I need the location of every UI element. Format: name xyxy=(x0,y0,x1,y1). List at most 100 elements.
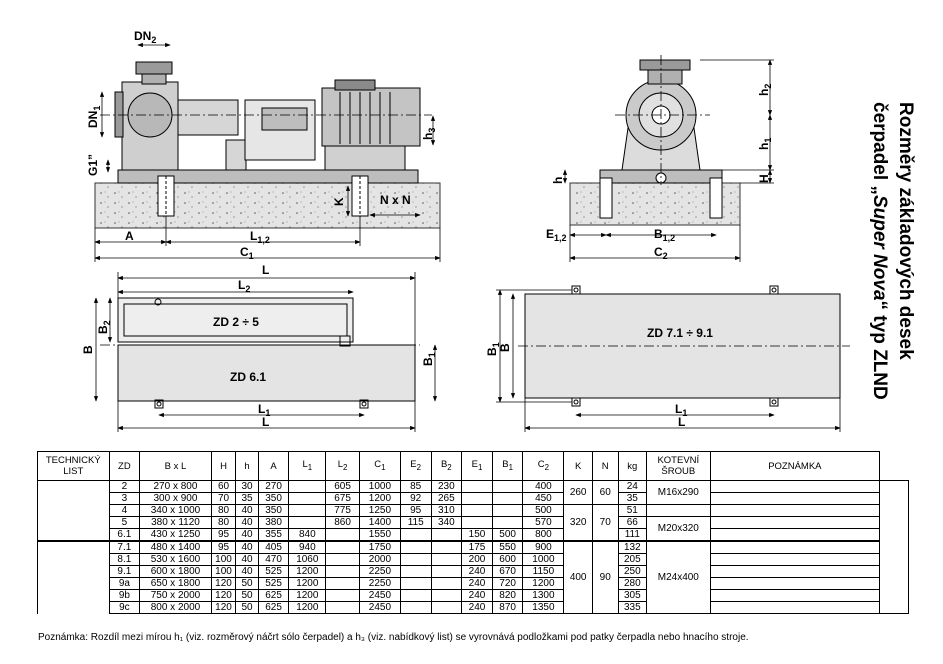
cell-e1 xyxy=(461,480,493,493)
cell-b1 xyxy=(491,492,524,505)
cell-a: 625 xyxy=(257,589,290,602)
plan-view-small-dimensions xyxy=(93,272,438,432)
label-B1-large: B1 xyxy=(485,342,501,356)
cell-kg: 51 xyxy=(617,504,648,517)
cell-l1 xyxy=(288,492,327,505)
cell-b2 xyxy=(430,577,463,590)
cell-zd: 3 xyxy=(108,492,141,505)
label-c1: C1 xyxy=(240,245,254,261)
label-h: h xyxy=(551,177,565,184)
cell-kg: 66 xyxy=(617,516,648,529)
cell-poznamka xyxy=(709,492,881,505)
cell-l1 xyxy=(288,504,327,517)
cell-b1: 550 xyxy=(491,540,524,554)
cell-h: 95 xyxy=(210,540,237,554)
col-N: N xyxy=(591,451,619,481)
cell-b2 xyxy=(430,565,463,578)
cell-poznamka xyxy=(709,589,881,602)
col-C2: C2 xyxy=(522,451,565,481)
cell-c1: 1200 xyxy=(358,492,401,505)
cell-technicky-list xyxy=(37,492,110,505)
cell-l1: 1200 xyxy=(288,589,327,602)
cell-b2 xyxy=(430,601,463,614)
cell-h: 40 xyxy=(235,504,259,517)
label-c2: C2 xyxy=(654,245,668,261)
col-zd: ZD xyxy=(108,451,141,481)
cell-kg: 132 xyxy=(617,540,648,554)
cell-k: 400 xyxy=(563,540,593,614)
cell-zd: 7.1 xyxy=(108,540,141,554)
cell-a: 405 xyxy=(257,540,290,554)
col-H: H xyxy=(210,451,237,481)
cell-e1 xyxy=(461,516,493,529)
col-K: K xyxy=(563,451,593,481)
cell-c2: 450 xyxy=(522,492,565,505)
label-nxn: N x N xyxy=(380,193,411,207)
cell-n: 60 xyxy=(591,480,619,505)
label-L1: L1 xyxy=(258,402,270,418)
cell-kg: 205 xyxy=(617,553,648,566)
cell-e2 xyxy=(399,540,432,554)
cell-technicky-list xyxy=(37,528,110,541)
cell-kotevni-sroub xyxy=(646,504,711,517)
cell-c2: 1150 xyxy=(522,565,565,578)
cell-h: 50 xyxy=(235,589,259,602)
label-h1: h1 xyxy=(757,138,773,150)
cell-c1: 1250 xyxy=(358,504,401,517)
cell-e2 xyxy=(399,577,432,590)
label-e12: E1,2 xyxy=(546,227,567,243)
cell-c2: 1300 xyxy=(522,589,565,602)
page-title: Rozměry základových desek čerpadel „Supe… xyxy=(862,18,918,438)
cell-h: 100 xyxy=(210,565,237,578)
cell-a: 350 xyxy=(257,504,290,517)
side-view xyxy=(94,61,441,229)
cell-bxl: 300 x 900 xyxy=(139,492,212,505)
cell-a: 350 xyxy=(257,492,290,505)
cell-kotevni-sroub: M24x400 xyxy=(646,540,711,614)
cell-e2 xyxy=(399,601,432,614)
cell-zd: 8.1 xyxy=(108,553,141,566)
cell-l1: 1200 xyxy=(288,601,327,614)
cell-e2: 95 xyxy=(399,504,432,517)
cell-e1 xyxy=(461,492,493,505)
cell-l2: 775 xyxy=(325,504,360,517)
cell-k: 260 xyxy=(563,480,593,505)
label-B1: B1 xyxy=(421,352,437,366)
cell-a: 470 xyxy=(257,553,290,566)
cell-l2 xyxy=(325,565,360,578)
cell-l1 xyxy=(288,516,327,529)
label-h2: h2 xyxy=(757,84,773,96)
cell-zd: 9.1 xyxy=(108,565,141,578)
cell-e1: 240 xyxy=(461,601,493,614)
cell-e1: 240 xyxy=(461,577,493,590)
side-view-dimensions xyxy=(94,42,441,262)
plan-view-large-labels: B1 B ZD 7.1 ÷ 9.1 L1 L xyxy=(485,326,713,429)
cell-b1 xyxy=(491,504,524,517)
cell-b2: 265 xyxy=(430,492,463,505)
cell-b1 xyxy=(491,480,524,493)
cell-h: 70 xyxy=(210,492,237,505)
label-L-large: L xyxy=(678,415,685,429)
label-b12: B1,2 xyxy=(654,227,675,243)
cell-b1 xyxy=(491,516,524,529)
plan-view-small xyxy=(100,297,420,409)
cell-c1: 2250 xyxy=(358,565,401,578)
cell-l2 xyxy=(325,589,360,602)
cell-bxl: 530 x 1600 xyxy=(139,553,212,566)
cell-kg: 111 xyxy=(617,528,648,542)
cell-technicky-list xyxy=(37,553,110,566)
cell-c1: 1750 xyxy=(358,540,401,554)
cell-l1: 1060 xyxy=(288,553,327,566)
cell-zd: 4 xyxy=(108,504,141,517)
cell-l1 xyxy=(288,480,327,493)
cell-c1: 2250 xyxy=(358,577,401,590)
plan-view-large xyxy=(518,285,850,407)
label-l12: L1,2 xyxy=(250,229,270,245)
cell-l2 xyxy=(325,601,360,614)
cell-c1: 1550 xyxy=(358,528,401,542)
